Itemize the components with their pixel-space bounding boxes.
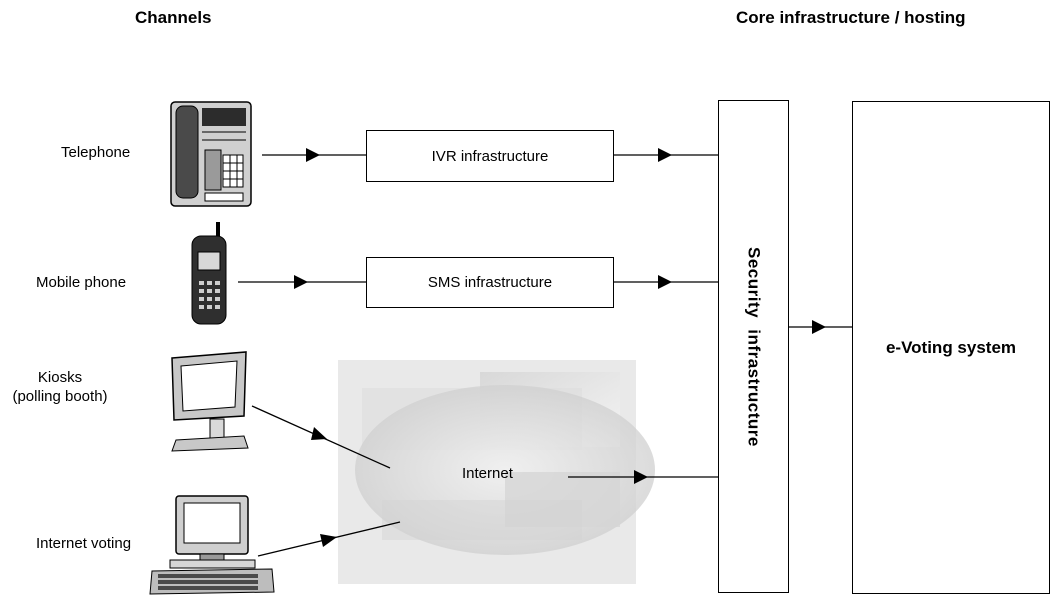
sms-infrastructure-box: SMS infrastructure: [366, 257, 614, 308]
internet-cloud: [338, 360, 655, 584]
mobile-phone-icon: [191, 222, 227, 325]
telephone-icon: [170, 101, 252, 207]
sms-infrastructure-label: SMS infrastructure: [427, 274, 553, 291]
connectors: [238, 148, 852, 557]
ivr-infrastructure-label: IVR infrastructure: [431, 147, 549, 165]
ivr-infrastructure-box: IVR infrastructure: [366, 130, 614, 182]
computer-icon: [149, 495, 275, 595]
evoting-system-box: e-Voting system: [852, 101, 1050, 594]
internet-voting-label: Internet voting: [36, 535, 132, 552]
kiosk-monitor-icon: [171, 351, 249, 452]
internet-label: Internet: [462, 465, 513, 482]
kiosks-label: Kiosks (polling booth): [5, 368, 115, 406]
telephone-label: Telephone: [61, 144, 131, 161]
security-infrastructure-box: Security infrastructure: [718, 100, 789, 593]
core-infrastructure-header: Core infrastructure / hosting: [736, 8, 966, 27]
kiosks-label-line1: Kiosks: [37, 369, 83, 386]
mobile-phone-label: Mobile phone: [36, 274, 127, 291]
evoting-system-label: e-Voting system: [885, 337, 1017, 357]
kiosks-label-line2: (polling booth): [12, 388, 108, 405]
channels-header: Channels: [135, 8, 212, 27]
security-infrastructure-label: Security infrastructure: [744, 246, 764, 447]
